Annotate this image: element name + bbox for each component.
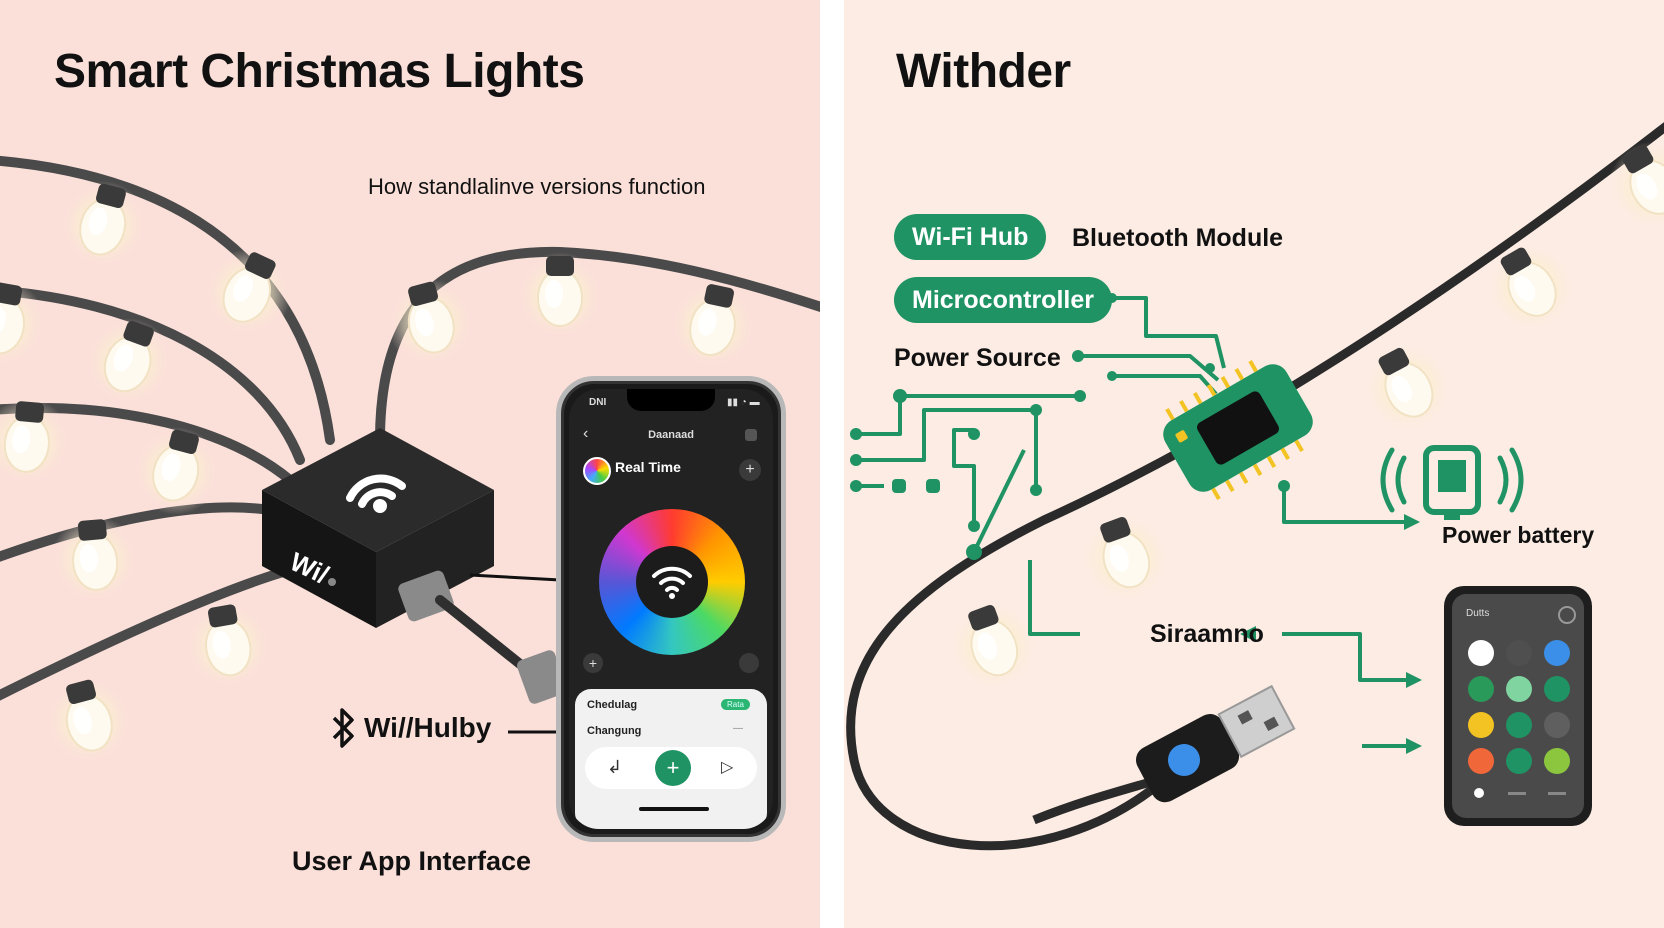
bluetooth-module-label: Bluetooth Module: [1072, 224, 1284, 252]
color-button-green-2[interactable]: [1506, 712, 1532, 738]
color-button-mint[interactable]: [1506, 676, 1532, 702]
arrowheads: [1240, 514, 1422, 754]
schedule-sheet: Chedulag Rata Changung — ↲ + ▷: [575, 689, 767, 829]
right-panel: Withder Wi-Fi Hub Bluetooth Module Micro…: [844, 0, 1664, 928]
control-bar: ↲ + ▷: [585, 747, 757, 789]
microcontroller-pill: Microcontroller: [894, 277, 1112, 323]
mode-title: Real Time: [615, 459, 681, 475]
subtitle: How standlalinve versions function: [368, 174, 706, 199]
wifi-icon: [652, 566, 692, 599]
color-button-blue[interactable]: [1544, 640, 1570, 666]
schedule-toggle[interactable]: Rata: [721, 699, 750, 710]
power-battery-label: Power battery: [1442, 522, 1595, 548]
sensor-label: Siraamno: [1150, 620, 1264, 648]
add-mode-button[interactable]: +: [739, 459, 761, 481]
smartphone: DNI ▮▮ ◔ ▬ ‹ Daanaad Real Time +: [556, 376, 786, 842]
power-source-label: Power Source: [894, 344, 1061, 372]
circuit-traces: [856, 296, 1406, 748]
usb-plug-icon: [1032, 684, 1296, 825]
color-button-white[interactable]: [1468, 640, 1494, 666]
settings-icon[interactable]: [745, 429, 757, 441]
color-button-grey[interactable]: [1506, 640, 1532, 666]
wifi-hub-pill: Wi-Fi Hub: [894, 214, 1047, 260]
panel-divider: [820, 0, 844, 928]
changing-value: —: [733, 723, 743, 734]
status-carrier: DNI: [589, 397, 607, 408]
power-icon[interactable]: [1558, 606, 1576, 624]
indicator-dot: [1474, 788, 1484, 798]
color-button-lime[interactable]: [1544, 748, 1570, 774]
color-button-dark-green[interactable]: [1544, 676, 1570, 702]
color-button-green-3[interactable]: [1506, 748, 1532, 774]
color-wheel[interactable]: [599, 509, 745, 655]
light-strings-illustration: Wi/: [0, 155, 820, 776]
wifi-hub-box: Wi/: [262, 428, 494, 628]
remote-control: Dutts: [1444, 586, 1592, 826]
bluetooth-icon: [332, 708, 354, 748]
plus-icon[interactable]: +: [583, 653, 603, 673]
battery-device: [1380, 445, 1524, 520]
phone-screen: DNI ▮▮ ◔ ▬ ‹ Daanaad Real Time +: [569, 389, 773, 829]
schedule-row-label: Chedulag: [587, 699, 638, 711]
microcontroller-chip: [1163, 359, 1313, 501]
color-button-green[interactable]: [1468, 676, 1494, 702]
color-wheel-center: [636, 546, 708, 618]
left-panel: Wi/ Smart Christmas Lights How standlali…: [0, 0, 820, 928]
light-string-wire: [846, 122, 1664, 851]
remote-screen: Dutts: [1452, 594, 1584, 818]
back-icon[interactable]: ‹: [583, 425, 589, 442]
app-caption: User App Interface: [292, 846, 532, 876]
changing-row-label: Changung: [587, 725, 642, 737]
play-icon[interactable]: ▷: [721, 759, 734, 776]
phone-header-title: Daanaad: [648, 429, 694, 441]
color-button-orange[interactable]: [1468, 748, 1494, 774]
signal-waves-icon: [1380, 447, 1524, 513]
mode-avatar-icon: [583, 457, 611, 485]
indicator-dash: [1508, 792, 1526, 795]
page-title: Smart Christmas Lights: [54, 45, 585, 98]
status-icons: ▮▮ ◔ ▬: [727, 397, 760, 408]
circuit-illustration: [846, 122, 1664, 851]
remote-title: Dutts: [1466, 608, 1490, 619]
brightness-icon[interactable]: [739, 653, 759, 673]
indicator-dash: [1548, 792, 1566, 795]
color-button-yellow[interactable]: [1468, 712, 1494, 738]
home-indicator: [639, 807, 709, 811]
color-button-dark-grey[interactable]: [1544, 712, 1570, 738]
add-button[interactable]: +: [655, 750, 691, 786]
connection-label: Wi//Hulby: [364, 712, 492, 743]
undo-icon[interactable]: ↲: [607, 757, 623, 777]
phone-notch: [627, 389, 715, 411]
right-title: Withder: [896, 45, 1071, 98]
wifi-icon: [346, 474, 406, 513]
connection-label-group: Wi//Hulby: [328, 706, 491, 750]
